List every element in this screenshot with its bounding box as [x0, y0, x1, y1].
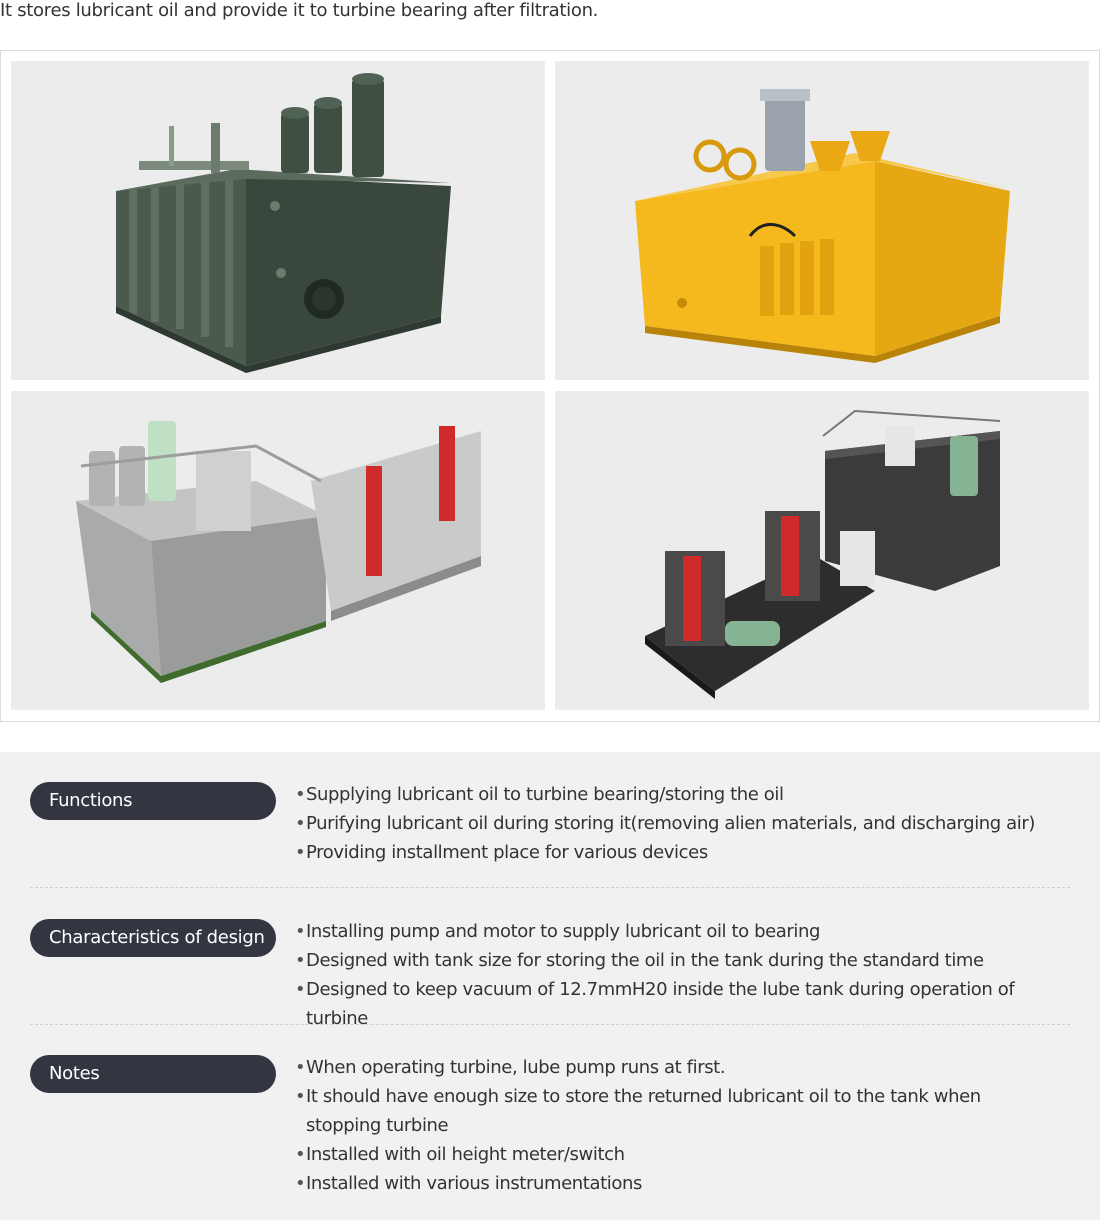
list-item: Designed with tank size for storing the … [295, 946, 1055, 975]
black-lube-system-render [555, 391, 1089, 710]
design-characteristics-list: Installing pump and motor to supply lubr… [295, 917, 1055, 1033]
design-characteristics-label: Characteristics of design [30, 919, 276, 957]
functions-list: Supplying lubricant oil to turbine beari… [295, 780, 1055, 867]
yellow-lube-tank-illustration [635, 89, 1010, 363]
specifications-panel: Functions Supplying lubricant oil to tur… [0, 752, 1100, 1220]
list-item: Installed with oil height meter/switch [295, 1140, 1055, 1169]
list-item: It should have enough size to store the … [295, 1082, 1055, 1140]
list-item: Installed with various instrumentations [295, 1169, 1055, 1198]
list-item: Designed to keep vacuum of 12.7mmH20 ins… [295, 975, 1055, 1033]
black-lube-system-illustration [645, 409, 1001, 699]
notes-label: Notes [30, 1055, 276, 1093]
list-item: Purifying lubricant oil during storing i… [295, 809, 1055, 838]
yellow-lube-tank-photo [555, 61, 1089, 380]
section-divider [30, 887, 1070, 888]
list-item: When operating turbine, lube pump runs a… [295, 1053, 1055, 1082]
grey-lube-system-illustration [76, 421, 481, 683]
notes-list: When operating turbine, lube pump runs a… [295, 1053, 1055, 1198]
list-item: Providing installment place for various … [295, 838, 1055, 867]
functions-label: Functions [30, 782, 276, 820]
section-divider [30, 1024, 1070, 1025]
grey-lube-system-render [11, 391, 545, 710]
green-lube-tank-illustration [116, 73, 451, 373]
intro-text: It stores lubricant oil and provide it t… [0, 0, 599, 21]
list-item: Supplying lubricant oil to turbine beari… [295, 780, 1055, 809]
product-image-gallery [0, 50, 1100, 722]
list-item: Installing pump and motor to supply lubr… [295, 917, 1055, 946]
green-lube-tank-photo [11, 61, 545, 380]
